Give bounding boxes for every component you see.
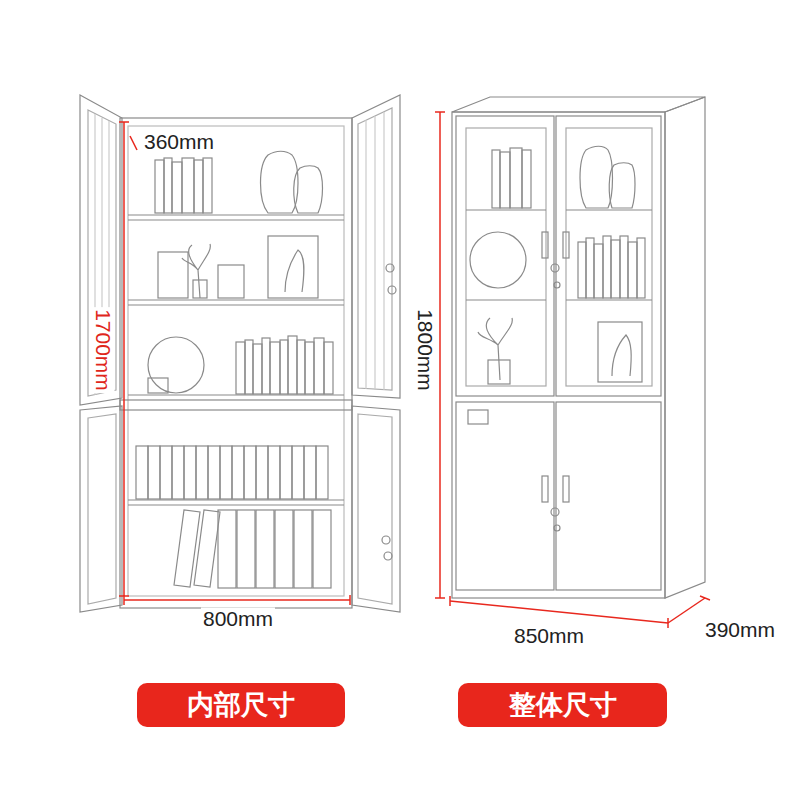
dimension-label: 850mm [512,624,586,647]
title-badge: 内部尺寸 [137,683,345,727]
badge-text: 整体尺寸 [509,687,617,723]
dimension-label: 800mm [201,607,275,630]
dimension-label: 1700mm [91,307,114,393]
dimension-label: 390mm [703,618,777,641]
badge-text: 内部尺寸 [187,687,295,723]
title-badge: 整体尺寸 [458,683,667,727]
dimension-label: 1800mm [413,307,436,393]
dimension-label: 360mm [142,130,216,153]
